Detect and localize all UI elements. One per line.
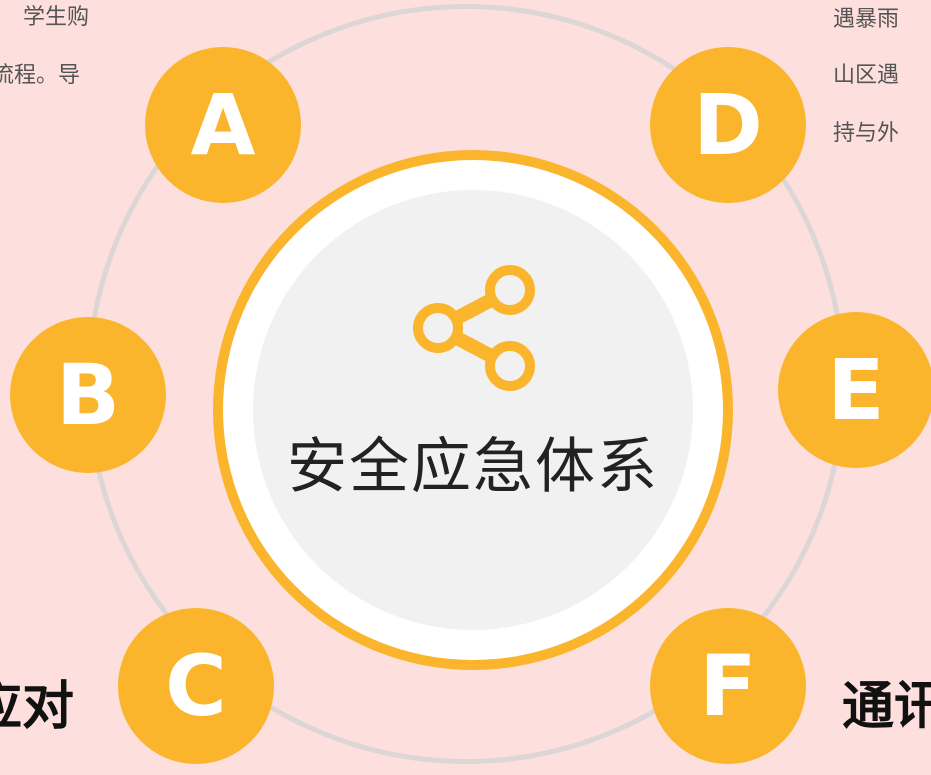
center-title: 安全应急体系 bbox=[287, 432, 659, 502]
left-text-line-2: 流程。导 bbox=[0, 63, 81, 88]
right-text-line-3: 持与外 bbox=[833, 121, 900, 146]
right-text-line-1: 遇暴雨 bbox=[833, 7, 900, 32]
node-a[interactable]: A bbox=[145, 47, 301, 203]
node-b[interactable]: B bbox=[10, 317, 166, 473]
left-text-line-1: 学生购 bbox=[23, 5, 90, 30]
section-title-c: 应对 bbox=[0, 677, 75, 737]
share-icon bbox=[413, 265, 535, 391]
right-text-line-2: 山区遇 bbox=[833, 63, 900, 88]
node-c[interactable]: C bbox=[118, 608, 274, 764]
center-hub bbox=[253, 190, 693, 630]
section-title-f: 通讯 bbox=[842, 677, 931, 737]
node-d[interactable]: D bbox=[650, 47, 806, 203]
node-e[interactable]: E bbox=[778, 312, 931, 468]
node-f[interactable]: F bbox=[650, 608, 806, 764]
